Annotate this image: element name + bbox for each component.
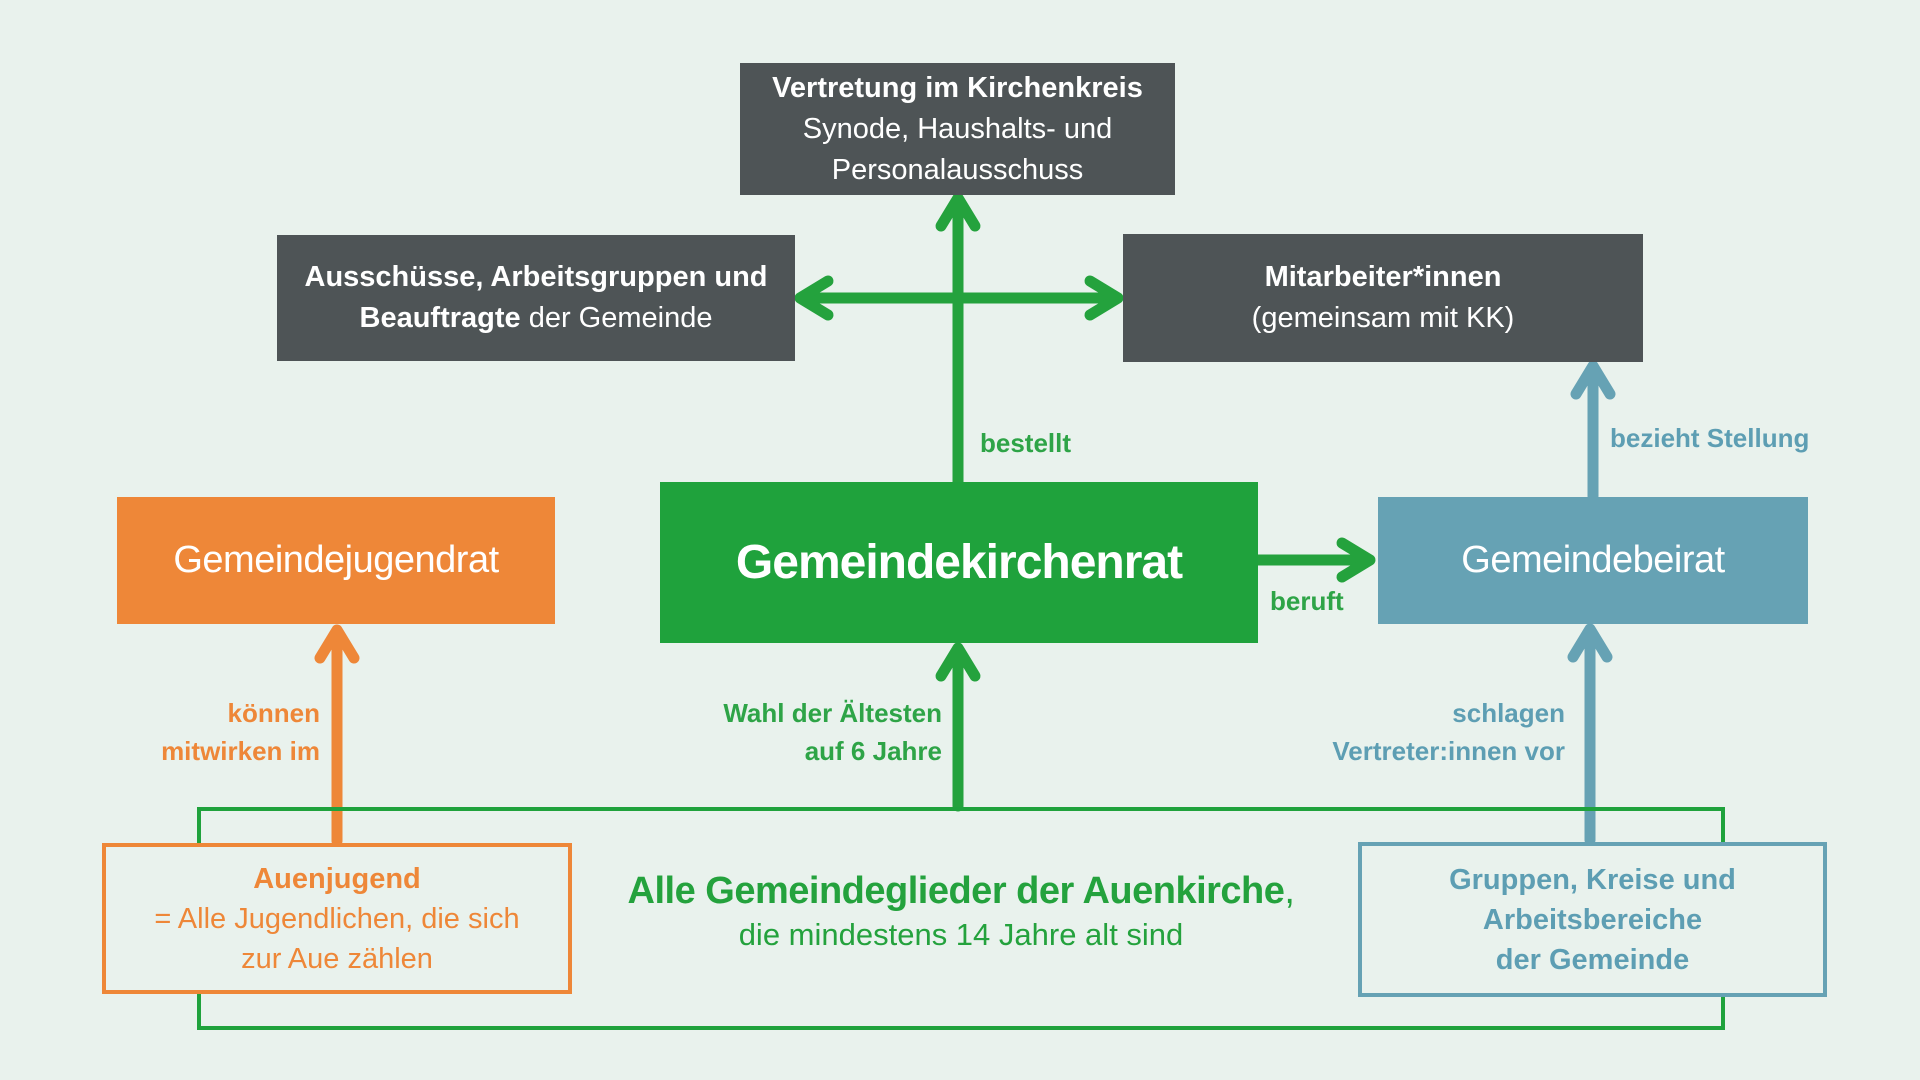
label-koennen: können mitwirken im	[161, 694, 320, 770]
gruppen-line1: Gruppen, Kreise und	[1449, 863, 1736, 896]
mitarbeiter-line2: (gemeinsam mit KK)	[1251, 302, 1515, 334]
label-schlagen: schlagen Vertreter:innen vor	[1332, 694, 1565, 770]
box-vertretung-kirchenkreis: Vertretung im Kirchenkreis Synode, Haush…	[740, 63, 1175, 195]
ausschuesse-line1: Ausschüsse, Arbeitsgruppen und	[304, 261, 768, 293]
label-koennen-line1: können	[227, 698, 320, 728]
box-mitarbeiter: Mitarbeiter*innen (gemeinsam mit KK)	[1123, 234, 1643, 362]
gemeindebeirat-title: Gemeindebeirat	[1461, 539, 1725, 581]
auenjugend-title: Auenjugend	[253, 862, 421, 895]
label-bestellt: bestellt	[980, 428, 1072, 458]
kirchenkreis-line3: Personalausschuss	[831, 153, 1084, 186]
members-line1: Alle Gemeindeglieder der Auenkirche,	[627, 870, 1295, 912]
gemeindekirchenrat-title: Gemeindekirchenrat	[735, 536, 1183, 589]
gemeindejugendrat-title: Gemeindejugendrat	[173, 539, 499, 581]
gruppen-line3: der Gemeinde	[1495, 943, 1690, 976]
mitarbeiter-title: Mitarbeiter*innen	[1264, 261, 1502, 293]
label-koennen-line2: mitwirken im	[161, 736, 320, 766]
label-wahl: Wahl der Ältesten auf 6 Jahre	[723, 694, 942, 770]
arrow-beruft-head	[1336, 537, 1376, 583]
arrow-cross-left-head	[794, 275, 834, 321]
members-line2: die mindestens 14 Jahre alt sind	[738, 917, 1184, 952]
label-wahl-line1: Wahl der Ältesten	[723, 698, 942, 728]
box-gruppen: Gruppen, Kreise und Arbeitsbereiche der …	[1358, 842, 1827, 997]
auenjugend-line2: = Alle Jugendlichen, die sich	[154, 902, 520, 935]
members-headline: Alle Gemeindeglieder der Auenkirche, die…	[197, 868, 1725, 956]
auenjugend-line3: zur Aue zählen	[241, 942, 433, 975]
arrow-cross-right-head	[1084, 275, 1124, 321]
arrow-koennen-head	[314, 624, 360, 664]
arrow-bestellt-head	[935, 192, 981, 232]
label-beruft: beruft	[1270, 586, 1344, 616]
box-gemeindejugendrat: Gemeindejugendrat	[117, 497, 555, 624]
box-gemeindebeirat: Gemeindebeirat	[1378, 497, 1808, 624]
kirchenkreis-line2: Synode, Haushalts- und	[802, 112, 1113, 145]
label-bezieht-stellung: bezieht Stellung	[1610, 423, 1810, 453]
arrow-schlagen-head	[1567, 623, 1613, 663]
label-schlagen-line2: Vertreter:innen vor	[1332, 736, 1565, 766]
label-schlagen-line1: schlagen	[1452, 698, 1565, 728]
kirchenkreis-title: Vertretung im Kirchenkreis	[772, 71, 1143, 104]
box-auenjugend: Auenjugend = Alle Jugendlichen, die sich…	[102, 843, 572, 994]
ausschuesse-line2: Beauftragte der Gemeinde	[359, 302, 713, 334]
box-ausschuesse: Ausschüsse, Arbeitsgruppen und Beauftrag…	[277, 235, 795, 361]
gruppen-line2: Arbeitsbereiche	[1482, 903, 1703, 936]
arrow-bezieht-head	[1570, 360, 1616, 400]
box-gemeindekirchenrat: Gemeindekirchenrat	[660, 482, 1258, 643]
label-wahl-line2: auf 6 Jahre	[804, 736, 942, 766]
arrow-wahl-head	[935, 642, 981, 682]
